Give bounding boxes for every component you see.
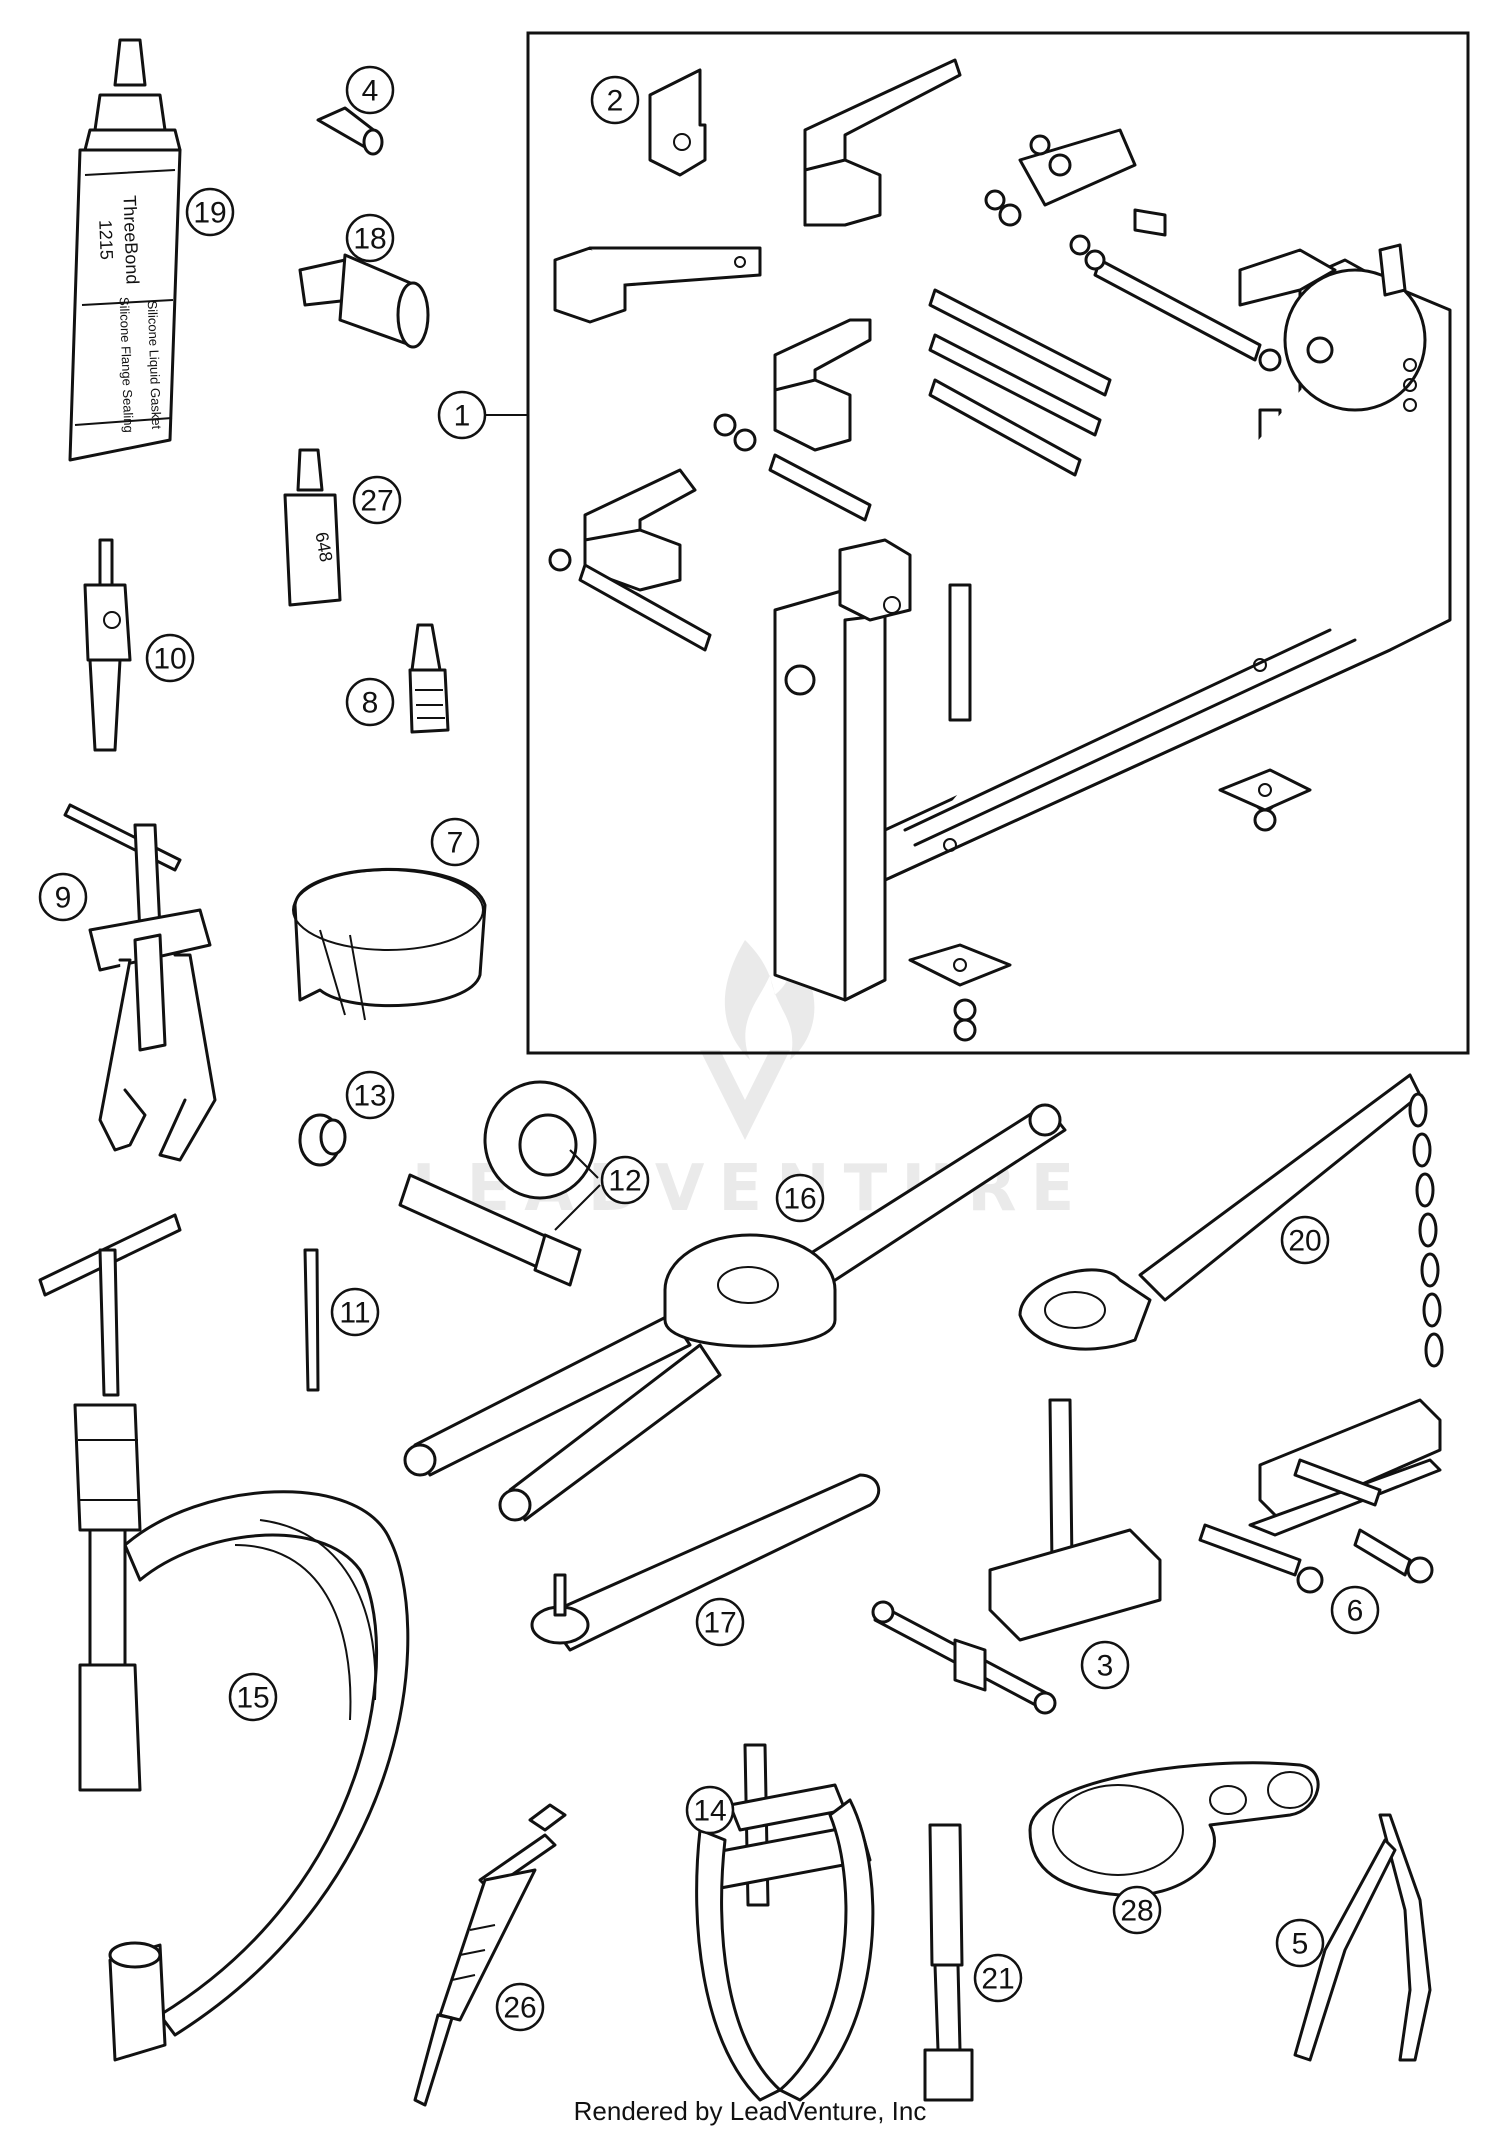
svg-text:9: 9 xyxy=(55,882,72,915)
extractor-bolt xyxy=(83,538,132,752)
svg-text:3: 3 xyxy=(1097,1650,1114,1683)
callout-28[interactable]: 28 xyxy=(1112,1885,1162,1935)
chain-rivet-tool xyxy=(871,1398,1162,1715)
svg-text:16: 16 xyxy=(783,1183,816,1216)
callout-27[interactable]: 27 xyxy=(352,475,402,525)
stand-frame xyxy=(773,243,1452,1002)
callout-20[interactable]: 20 xyxy=(1280,1215,1330,1265)
loctite-648-bottle: 648 xyxy=(283,448,342,607)
svg-text:4: 4 xyxy=(362,75,379,108)
square-tube-arm-top xyxy=(803,58,962,227)
svg-text:7: 7 xyxy=(447,827,464,860)
square-tube-arm-left xyxy=(553,246,762,324)
svg-text:13: 13 xyxy=(353,1080,386,1113)
grease-syringe xyxy=(413,1803,567,2107)
chain-links xyxy=(1408,1092,1444,1368)
callout-14[interactable]: 14 xyxy=(685,1785,735,1835)
bolt-and-bearing-washer xyxy=(398,1080,601,1287)
callout-16[interactable]: 16 xyxy=(775,1173,825,1223)
tube-desc-line1: Silicone Liquid Gasket xyxy=(145,300,164,429)
callout-12[interactable]: 12 xyxy=(600,1155,650,1205)
footer-credit: Rendered by LeadVenture, Inc xyxy=(574,2096,927,2126)
cone-plug xyxy=(316,106,384,156)
flywheel-holder xyxy=(403,1103,1067,1522)
kit-frame-border xyxy=(526,31,1470,1055)
svg-text:18: 18 xyxy=(353,223,386,256)
svg-text:10: 10 xyxy=(153,643,186,676)
svg-text:26: 26 xyxy=(503,1992,536,2025)
drive-shaft-tool xyxy=(923,1823,974,2102)
callout-9[interactable]: 9 xyxy=(38,872,88,922)
svg-text:14: 14 xyxy=(693,1795,726,1828)
engine-stand-kit xyxy=(485,31,1470,1055)
svg-text:21: 21 xyxy=(981,1963,1014,1996)
svg-text:12: 12 xyxy=(608,1165,641,1198)
small-bottle xyxy=(408,623,450,734)
svg-text:19: 19 xyxy=(193,197,226,230)
threebond-tube: ThreeBond 1215 Silicone Liquid Gasket Si… xyxy=(68,38,182,462)
callout-18[interactable]: 18 xyxy=(345,213,395,263)
piston-ring-clamp xyxy=(292,867,487,1021)
svg-text:8: 8 xyxy=(362,687,379,720)
svg-text:5: 5 xyxy=(1292,1928,1309,1961)
clutch-holding-plate xyxy=(1028,1761,1320,1897)
two-jaw-puller xyxy=(63,803,217,1162)
svg-text:6: 6 xyxy=(1347,1595,1364,1628)
tube-code-label: 1215 xyxy=(95,219,116,260)
svg-text:11: 11 xyxy=(339,1297,370,1330)
callout-10[interactable]: 10 xyxy=(145,633,195,683)
square-tube-arm-mid xyxy=(773,318,872,452)
small-bushing xyxy=(298,1113,347,1167)
tube-brand-label: ThreeBond xyxy=(119,195,142,285)
svg-text:27: 27 xyxy=(360,485,393,518)
svg-text:17: 17 xyxy=(703,1607,736,1640)
bolt-set xyxy=(548,128,1282,1042)
callout-21[interactable]: 21 xyxy=(973,1953,1023,2003)
circlip-pliers xyxy=(1293,1813,1432,2062)
gear-puller xyxy=(695,1743,875,2102)
callout-7[interactable]: 7 xyxy=(430,817,480,867)
svg-text:28: 28 xyxy=(1120,1895,1153,1928)
callout-3[interactable]: 3 xyxy=(1080,1640,1130,1690)
callout-19[interactable]: 19 xyxy=(185,187,235,237)
callout-13[interactable]: 13 xyxy=(345,1070,395,1120)
callout-5[interactable]: 5 xyxy=(1275,1918,1325,1968)
valve-spring-compressor xyxy=(38,1213,410,2062)
callout-2[interactable]: 2 xyxy=(590,75,640,125)
svg-text:1: 1 xyxy=(454,400,471,433)
callout-26[interactable]: 26 xyxy=(495,1982,545,2032)
socket-tool xyxy=(298,253,430,349)
svg-text:20: 20 xyxy=(1288,1225,1321,1258)
callouts: 1 2 3 4 5 6 7 8 xyxy=(38,65,1380,2032)
watermark-v-icon xyxy=(700,1050,790,1140)
svg-text:15: 15 xyxy=(236,1682,269,1715)
callout-15[interactable]: 15 xyxy=(228,1672,278,1722)
callout-4[interactable]: 4 xyxy=(345,65,395,115)
puller-bar xyxy=(1198,1398,1442,1594)
square-tube-arm-low xyxy=(583,468,697,592)
tube-desc-line2: Silicone Flange Sealing xyxy=(117,297,137,433)
callout-17[interactable]: 17 xyxy=(695,1597,745,1647)
holding-wrench xyxy=(530,1473,881,1652)
callout-6[interactable]: 6 xyxy=(1330,1585,1380,1635)
svg-text:2: 2 xyxy=(607,85,624,118)
callout-1[interactable]: 1 xyxy=(437,390,487,440)
bracket-2 xyxy=(648,68,707,177)
callout-11[interactable]: 11 xyxy=(330,1287,380,1337)
callout-8[interactable]: 8 xyxy=(345,677,395,727)
chain-wrench xyxy=(1018,1073,1444,1368)
alignment-pin xyxy=(303,1248,320,1392)
